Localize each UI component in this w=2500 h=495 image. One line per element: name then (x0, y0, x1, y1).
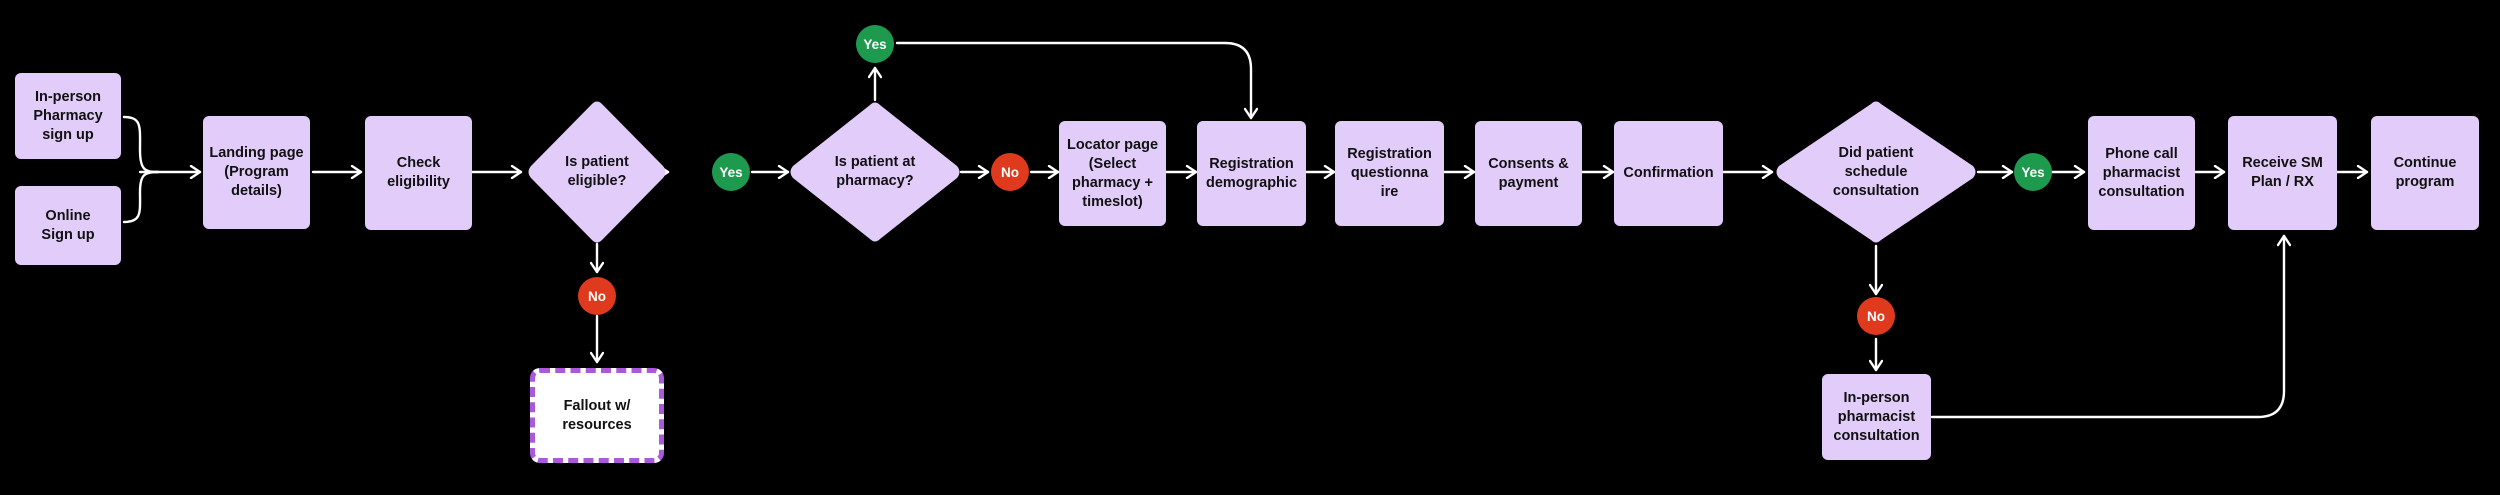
node-phone-call-pharmacist-consultation: Phone call pharmacist consultation (2088, 116, 2195, 230)
node-landing-page: Landing page (Program details) (203, 116, 310, 229)
connector-inperson-to-landing (122, 115, 160, 174)
badge-eligible-no: No (578, 277, 616, 315)
decision-diamond-pharmacy-shape (790, 102, 960, 242)
badge-pharmacy-yes: Yes (856, 25, 894, 63)
node-in-person-pharmacy-signup: In-person Pharmacy sign up (15, 73, 121, 159)
connector-inperson-to-receive (1930, 234, 2284, 419)
node-consents-and-payment: Consents & payment (1475, 121, 1582, 226)
node-continue-program: Continue program (2371, 116, 2479, 230)
badge-schedule-yes: Yes (2014, 153, 2052, 191)
node-in-person-pharmacist-consultation: In-person pharmacist consultation (1822, 374, 1931, 460)
badge-schedule-no: No (1857, 297, 1895, 335)
connector-online-to-landing (122, 170, 160, 224)
node-online-signup: Online Sign up (15, 186, 121, 265)
node-locator-page: Locator page (Select pharmacy + timeslot… (1059, 121, 1166, 226)
badge-eligible-yes: Yes (712, 153, 750, 191)
node-registration-demographic: Registration demographic (1197, 121, 1306, 226)
node-registration-questionnaire: Registration questionna ire (1335, 121, 1444, 226)
node-confirmation: Confirmation (1614, 121, 1723, 226)
node-check-eligibility: Check eligibility (365, 116, 472, 230)
decision-diamond-schedule-shape (1776, 101, 1976, 243)
connector-yes-to-demographic (895, 41, 1251, 120)
node-fallout-with-resources: Fallout w/ resources (530, 368, 664, 463)
decision-diamond-eligible-shape (528, 101, 666, 243)
badge-pharmacy-no: No (991, 153, 1029, 191)
node-receive-sm-plan-rx: Receive SM Plan / RX (2228, 116, 2337, 230)
